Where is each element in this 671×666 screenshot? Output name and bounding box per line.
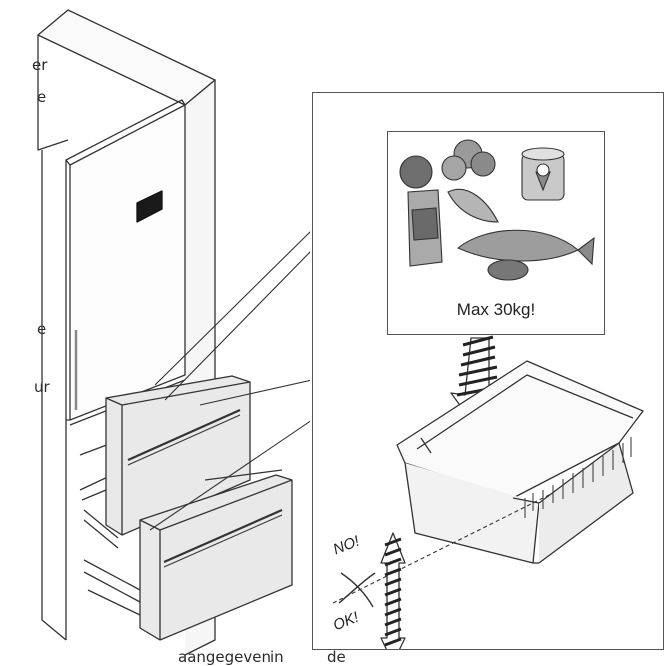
bottom-text-word-1: aangegeven bbox=[178, 648, 272, 666]
fridge-illustration bbox=[37, 9, 310, 656]
text-fragment-1: er bbox=[32, 56, 48, 74]
food-load-box: Max 30kg! bbox=[387, 131, 605, 335]
detail-panel: Max 30kg! NO! OK! bbox=[312, 92, 664, 650]
drawer-detail-illustration bbox=[332, 335, 644, 649]
bottom-text-word-3: de bbox=[327, 648, 346, 666]
max-load-label: Max 30kg! bbox=[456, 300, 536, 319]
food-items-icon bbox=[399, 139, 595, 281]
text-fragment-2: e bbox=[37, 88, 47, 106]
bottom-text-word-2: in bbox=[270, 648, 284, 666]
